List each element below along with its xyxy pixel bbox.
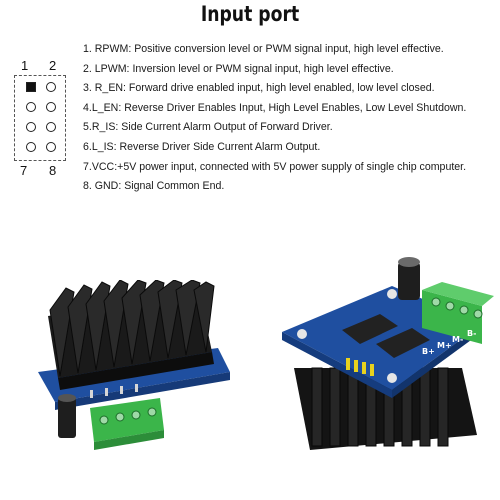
- motor-driver-module-heatsink-top-photo: [38, 280, 230, 450]
- pin-description-2: 2. LPWM: Inversion level or PWM signal i…: [83, 62, 394, 75]
- pin-description-8: 8. GND: Signal Common End.: [83, 180, 225, 193]
- pin-label-8: 8: [49, 163, 57, 178]
- board-mark-bminus: B-: [467, 329, 476, 338]
- pin-description-4: 4.L_EN: Reverse Driver Enables Input, Hi…: [83, 101, 467, 114]
- board-mark-mplus: M+: [437, 341, 452, 350]
- pin-7: [26, 142, 36, 152]
- pin-description-list: 1. RPWM: Positive conversion level or PW…: [83, 40, 466, 197]
- pin-6: [46, 122, 56, 132]
- pin-description-6: 6.L_IS: Reverse Driver Side Current Alar…: [83, 140, 321, 153]
- pin-description-5: 5.R_IS: Side Current Alarm Output of For…: [83, 121, 333, 134]
- pin-description-7: 7.VCC:+5V power input, connected with 5V…: [83, 160, 467, 173]
- board-mark-mminus: M-: [452, 335, 463, 344]
- pin-5: [26, 122, 36, 132]
- pin-label-2: 2: [49, 58, 57, 73]
- pin-1-square: [26, 82, 36, 92]
- pin-3: [26, 102, 36, 112]
- pin-2: [46, 82, 56, 92]
- pin-description-3: 3. R_EN: Forward drive enabled input, hi…: [83, 82, 435, 95]
- pin-description-1: 1. RPWM: Positive conversion level or PW…: [83, 43, 444, 55]
- pin-label-7: 7: [20, 163, 28, 178]
- pin-label-1: 1: [21, 58, 29, 73]
- pin-header-outline: [14, 75, 66, 161]
- board-mark-bplus: B+: [422, 347, 435, 356]
- page-title: Input port: [200, 2, 300, 26]
- pin-8: [46, 142, 56, 152]
- pin-4: [46, 102, 56, 112]
- motor-driver-module-board-top-photo: B+ M+ M- B-: [282, 257, 494, 450]
